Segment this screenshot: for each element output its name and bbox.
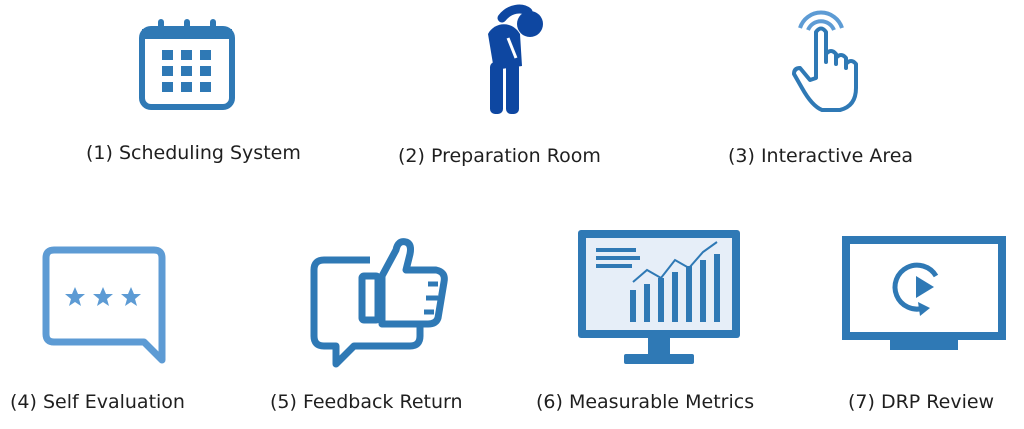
step-7-label: (7) DRP Review xyxy=(848,391,995,413)
stretching-person-icon xyxy=(488,4,543,114)
analytics-monitor-icon xyxy=(578,230,740,364)
touch-hand-icon xyxy=(792,10,858,112)
step-1-label: (1) Scheduling System xyxy=(86,142,301,164)
calendar-icon xyxy=(139,19,235,110)
video-replay-icon xyxy=(842,236,1006,350)
step-6-label: (6) Measurable Metrics xyxy=(536,391,755,413)
thumbs-up-bubble-icon xyxy=(310,238,448,368)
step-3-label: (3) Interactive Area xyxy=(728,145,914,167)
step-2-label: (2) Preparation Room xyxy=(398,145,601,167)
step-5-label: (5) Feedback Return xyxy=(270,391,463,413)
step-4-label: (4) Self Evaluation xyxy=(10,391,185,413)
rating-speech-bubble-icon xyxy=(42,246,166,364)
